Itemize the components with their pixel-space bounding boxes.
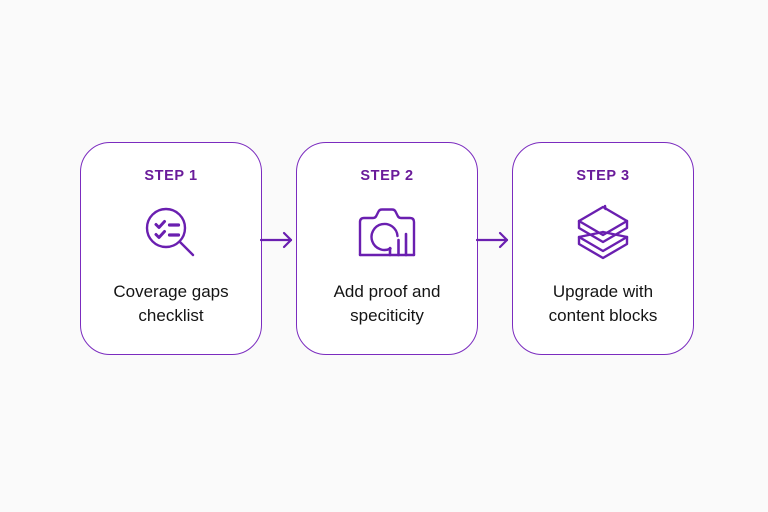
arrow-right-icon-1: [260, 228, 296, 252]
step-3-title-line-1: Upgrade with: [552, 281, 654, 301]
step-card-2[interactable]: STEP 2 Add proof and speciticity: [296, 142, 478, 355]
step-2-title: Add proof and speciticity: [303, 280, 471, 328]
step-2-label: STEP 2: [360, 168, 414, 184]
step-3-title: Upgrade with content blocks: [519, 280, 687, 328]
step-card-3[interactable]: STEP 3 Upgrade with content blocks: [512, 142, 694, 355]
step-card-1[interactable]: STEP 1 Coverage gaps checklist: [80, 142, 262, 355]
magnifier-checklist-icon: [140, 202, 202, 264]
step-2-title-line-1: Add proof and: [333, 281, 441, 301]
step-1-title-line-1: Coverage gaps: [113, 281, 229, 301]
camera-chart-icon: [356, 202, 418, 264]
arrow-right-icon-2: [476, 228, 512, 252]
step-3-label: STEP 3: [576, 168, 630, 184]
stacked-layers-icon: [572, 202, 634, 264]
step-1-title-line-2: checklist: [138, 305, 204, 325]
step-3-title-line-2: content blocks: [548, 305, 658, 325]
step-1-title: Coverage gaps checklist: [87, 280, 255, 328]
step-1-label: STEP 1: [144, 168, 198, 184]
step-2-title-line-2: speciticity: [350, 305, 424, 325]
